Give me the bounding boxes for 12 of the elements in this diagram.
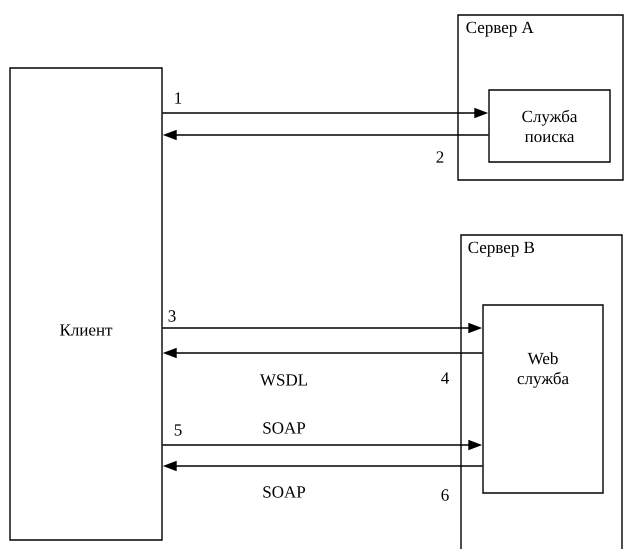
protocol-label: SOAP xyxy=(263,486,306,498)
edge-label: 2 xyxy=(436,151,444,163)
service-box: Web служба xyxy=(482,304,604,494)
service-box: Служба поиска xyxy=(488,89,611,163)
edge-label: 6 xyxy=(442,489,449,501)
protocol-label: WSDL xyxy=(260,374,308,386)
edge-label: 1 xyxy=(175,92,182,104)
edge-label: 5 xyxy=(174,424,182,436)
edge-label: 4 xyxy=(441,372,449,384)
edge-label: 3 xyxy=(168,310,176,322)
protocol-label: SOAP xyxy=(263,422,306,434)
client-box: Клиент xyxy=(9,67,163,541)
